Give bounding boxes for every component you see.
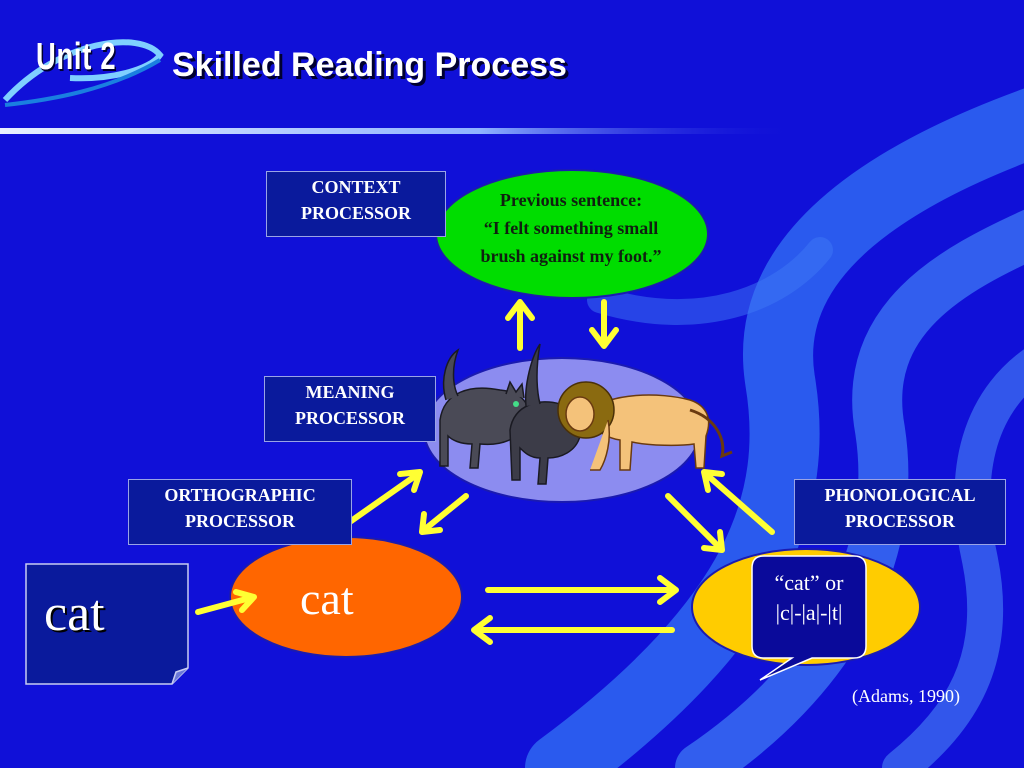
arrow-orthographic-to-meaning xyxy=(341,469,423,529)
orthographic-processor-line2: PROCESSOR xyxy=(184,511,296,531)
context-bubble-text: Previous sentence: “I felt something sma… xyxy=(440,186,702,270)
context-heading: Previous sentence: xyxy=(499,190,643,210)
arrow-meaning-to-orthographic xyxy=(419,493,469,535)
arrow-meaning-to-phonological xyxy=(665,493,725,553)
context-quote-line2: brush against my foot.” xyxy=(480,246,662,266)
orthographic-word: cat xyxy=(300,573,354,624)
speech-bubble xyxy=(751,555,867,681)
context-processor-line1: CONTEXT xyxy=(311,177,401,197)
arrow-context-to-meaning xyxy=(589,299,619,349)
citation: (Adams, 1990) xyxy=(852,686,960,706)
header-rule xyxy=(0,128,800,134)
background-swoosh xyxy=(525,88,1024,768)
phonological-bubble-text: “cat” or |c|-|a|-|t| xyxy=(752,568,866,628)
arrow-phonological-to-meaning xyxy=(701,469,775,535)
orthographic-processor-box: ORTHOGRAPHIC PROCESSOR xyxy=(128,479,352,545)
arrow-stimulus-to-orthographic xyxy=(195,589,257,615)
arrow-phonological-to-orthographic xyxy=(471,615,675,645)
stimulus-card xyxy=(25,563,189,685)
meaning-processor-line1: MEANING xyxy=(305,382,395,402)
phonological-processor-line2: PROCESSOR xyxy=(844,511,956,531)
stimulus-word: cat xyxy=(44,585,105,642)
context-processor-line2: PROCESSOR xyxy=(300,203,412,223)
arrow-meaning-to-context xyxy=(505,299,535,351)
cats-and-lion-illustration xyxy=(439,343,733,485)
meaning-processor-line2: PROCESSOR xyxy=(294,408,406,428)
phonological-processor-line1: PHONOLOGICAL xyxy=(824,485,976,505)
phonological-processor-box: PHONOLOGICAL PROCESSOR xyxy=(794,479,1006,545)
phonological-line2: |c|-|a|-|t| xyxy=(775,600,843,625)
unit-label: Unit 2 xyxy=(36,36,117,78)
context-processor-box: CONTEXT PROCESSOR xyxy=(266,171,446,237)
meaning-processor-box: MEANING PROCESSOR xyxy=(264,376,436,442)
orthographic-processor-line1: ORTHOGRAPHIC xyxy=(164,485,316,505)
slide-title: Skilled Reading Process xyxy=(172,46,567,84)
unit-badge xyxy=(2,39,164,107)
arrow-orthographic-to-phonological xyxy=(485,575,679,605)
context-quote-line1: “I felt something small xyxy=(483,218,659,238)
phonological-line1: “cat” or xyxy=(774,570,844,595)
flow-arrows xyxy=(195,299,775,645)
